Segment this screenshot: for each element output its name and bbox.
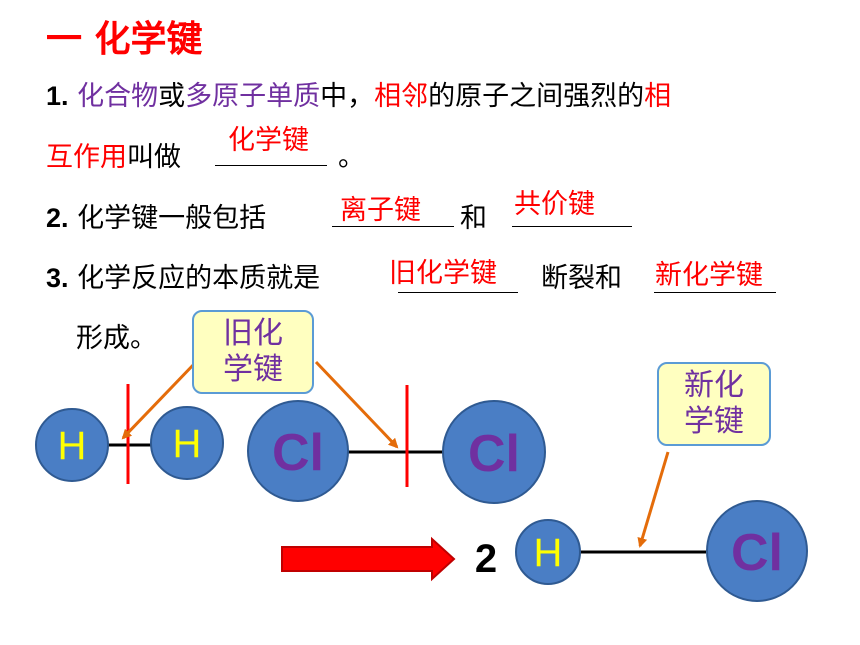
reaction-arrow bbox=[281, 536, 456, 582]
callout-new-bond: 新化 学键 bbox=[657, 362, 771, 446]
item1-period: 。 bbox=[338, 142, 365, 173]
item2-blank-1 bbox=[332, 226, 454, 227]
callout-old-line2: 学键 bbox=[223, 352, 283, 387]
h-label-1: H bbox=[58, 424, 87, 468]
cl-atom-1 bbox=[247, 400, 349, 502]
item3-text: 化学反应的本质就是 bbox=[77, 263, 321, 294]
item3-middle: 断裂和 bbox=[541, 263, 622, 294]
item1-text-or: 或 bbox=[158, 81, 186, 112]
item3-blank-2 bbox=[654, 292, 776, 293]
item2-line: 2. 化学键一般包括 bbox=[46, 196, 266, 235]
cl-label-1: Cl bbox=[272, 424, 324, 482]
item1-number: 1. bbox=[46, 81, 69, 111]
item3-answer-old: 旧化学键 bbox=[389, 258, 497, 289]
pointer-arrow-hcl bbox=[637, 451, 670, 548]
item1-term-compound: 化合物 bbox=[77, 81, 159, 112]
item3-blank-1 bbox=[398, 292, 518, 293]
item1-text-in: 中， bbox=[320, 81, 375, 112]
pointer-arrow-hh bbox=[121, 360, 198, 440]
h-label-product: H bbox=[534, 531, 563, 575]
item2-and: 和 bbox=[460, 203, 487, 234]
pointer-arrow-clcl bbox=[314, 360, 399, 449]
cl-label-product: Cl bbox=[731, 524, 783, 582]
item1-answer: 化学键 bbox=[228, 125, 309, 156]
item3-answer-new: 新化学键 bbox=[655, 260, 763, 291]
item1-text-between: 的原子之间强烈的 bbox=[428, 81, 645, 112]
item1-term-polyatomic: 多原子单质 bbox=[185, 81, 321, 112]
cl-label-2: Cl bbox=[468, 425, 520, 483]
item3-line: 3. 化学反应的本质就是 bbox=[46, 256, 320, 295]
item1-term-adjacent: 相邻 bbox=[374, 81, 429, 112]
h-atom-2 bbox=[150, 406, 224, 480]
cl-atom-product bbox=[706, 500, 808, 602]
item1-text-called: 叫做 bbox=[127, 142, 181, 173]
callout-old-line1: 旧化 bbox=[223, 316, 283, 351]
callout-old-bond: 旧化 学键 bbox=[192, 310, 314, 394]
item2-answer-ionic: 离子键 bbox=[340, 195, 421, 226]
section-title: 一 化学键 bbox=[46, 19, 203, 60]
item2-text: 化学键一般包括 bbox=[77, 203, 267, 234]
item2-number: 2. bbox=[46, 203, 69, 233]
cl-atom-2 bbox=[442, 400, 546, 504]
item3-number: 3. bbox=[46, 263, 69, 293]
callout-new-line1: 新化 bbox=[684, 368, 744, 403]
h-atom-1 bbox=[35, 408, 109, 482]
item1-line2: 互作用叫做 bbox=[46, 135, 181, 174]
item1-term-mutual-2: 互作用 bbox=[46, 142, 127, 173]
item3-end: 形成。 bbox=[76, 323, 157, 354]
callout-new-line2: 学键 bbox=[684, 404, 744, 439]
item1-blank bbox=[215, 165, 327, 166]
item1-term-mutual-1: 相 bbox=[644, 81, 672, 112]
h-atom-product bbox=[515, 519, 581, 585]
item2-blank-2 bbox=[512, 226, 632, 227]
coefficient: 2 bbox=[475, 537, 497, 581]
item1-line1: 1. 化合物或多原子单质中，相邻的原子之间强烈的相 bbox=[46, 74, 671, 113]
item2-answer-covalent: 共价键 bbox=[514, 189, 595, 220]
h-label-2: H bbox=[173, 422, 202, 466]
